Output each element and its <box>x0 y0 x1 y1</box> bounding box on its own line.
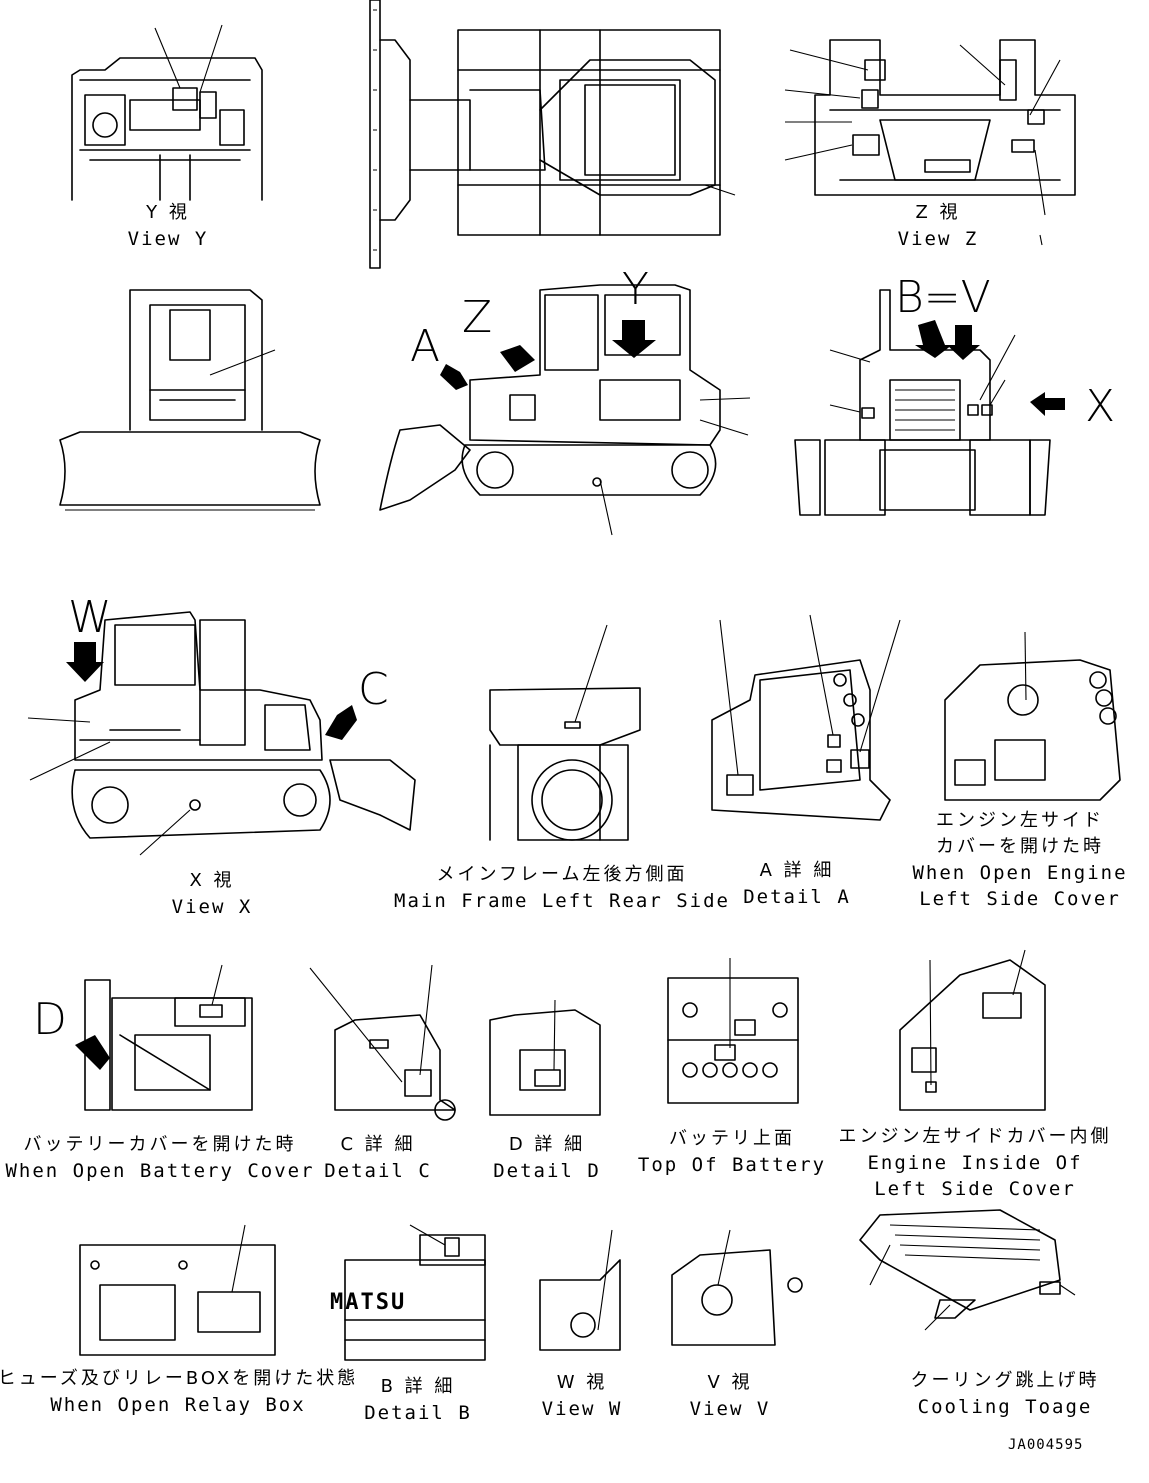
caption-relay-box: ヒューズ及びリレーBOXを開けた状態 When Open Relay Box <box>0 1368 359 1416</box>
caption-view-z: Z 視 View Z <box>897 202 979 250</box>
caption-top-of-battery: バッテリ上面 Top Of Battery <box>637 1128 827 1176</box>
engine-cover-open-drawing <box>944 631 1121 801</box>
caption-detail-c: C 詳 細 Detail C <box>324 1134 432 1182</box>
arrow-b-icon <box>915 320 952 358</box>
detail-d-drawing <box>489 999 601 1116</box>
top-plan-drawing <box>369 0 736 269</box>
battery-cover-drawing <box>75 964 253 1111</box>
detail-c-drawing <box>309 964 456 1121</box>
top-of-battery-drawing <box>667 958 799 1104</box>
caption-view-v: V 視 View V <box>689 1372 771 1420</box>
relay-box-drawing <box>79 1224 276 1356</box>
view-z-drawing <box>784 39 1076 246</box>
arrow-x-icon <box>1030 392 1065 416</box>
arrow-z-icon <box>500 345 535 372</box>
arrow-v-icon <box>947 325 980 360</box>
drawing-number: JA004595 <box>1008 1437 1084 1453</box>
detail-b-logo-text: MATSU <box>330 1290 407 1315</box>
arrow-c-icon <box>325 705 357 740</box>
arrow-a-icon <box>440 364 468 390</box>
arrow-d-icon <box>75 1035 110 1070</box>
view-letter-a: A <box>410 321 441 372</box>
caption-view-x: X 視 View X <box>171 870 253 918</box>
caption-engine-inside-cover: エンジン左サイドカバー内側 Engine Inside Of Left Side… <box>838 1126 1112 1200</box>
caption-detail-d: D 詳 細 Detail D <box>493 1134 601 1182</box>
front-view-drawing <box>59 289 321 511</box>
view-letter-z: Z <box>462 292 493 343</box>
caption-view-y: Y 視 View Y <box>127 202 209 250</box>
arrow-w-icon <box>66 642 104 682</box>
rear-view-drawing <box>794 289 1065 516</box>
caption-detail-a: A 詳 細 Detail A <box>743 860 851 908</box>
view-y-drawing <box>71 24 263 201</box>
caption-battery-cover: バッテリーカバーを開けた時 When Open Battery Cover <box>5 1134 315 1182</box>
view-letter-y: Y <box>622 264 649 315</box>
caption-main-frame: メインフレーム左後方側面 Main Frame Left Rear Side <box>394 864 730 912</box>
caption-cooling-toage: クーリング跳上げ時 Cooling Toage <box>910 1370 1100 1418</box>
view-letter-w: W <box>68 592 112 643</box>
view-letter-b-v: B=V <box>895 272 991 323</box>
cooling-toage-drawing <box>859 1209 1076 1331</box>
detail-b-drawing <box>344 1224 486 1361</box>
view-x-drawing <box>27 611 416 856</box>
engine-inside-cover-drawing <box>899 949 1046 1111</box>
detail-a-drawing <box>711 614 901 821</box>
side-view-drawing <box>379 284 751 536</box>
view-letter-d: D <box>33 994 67 1045</box>
caption-view-w: W 視 View W <box>541 1372 623 1420</box>
view-w-drawing <box>539 1229 621 1351</box>
main-frame-drawing <box>489 624 641 841</box>
caption-engine-cover-open: エンジン左サイド カバーを開けた時 When Open Engine Left … <box>912 810 1128 910</box>
view-letter-c: C <box>358 664 389 715</box>
view-v-drawing <box>671 1229 803 1346</box>
arrow-y-icon <box>612 320 656 358</box>
caption-detail-b: B 詳 細 Detail B <box>364 1376 472 1424</box>
view-letter-x: X <box>1085 381 1116 432</box>
